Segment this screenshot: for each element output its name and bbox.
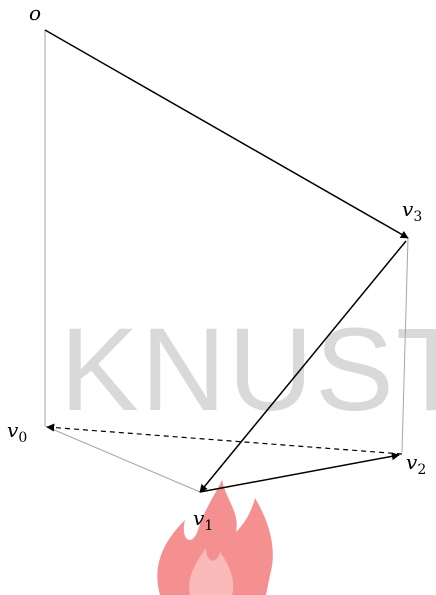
v3-to-v2-line — [401, 237, 409, 453]
v3-to-v1-arrow — [199, 240, 407, 493]
o-to-v3-arrow — [44, 29, 409, 239]
label-o: o — [29, 1, 41, 25]
flame-emblem — [157, 480, 273, 595]
label-v0: v0 — [7, 418, 27, 446]
gray-construction-lines — [44, 30, 409, 493]
v1-to-v2-arrow — [199, 452, 400, 493]
label-v1: v1 — [193, 506, 213, 534]
label-v2: v2 — [406, 450, 426, 478]
v0-to-v1-line — [44, 425, 201, 493]
knust-watermark: KNUST — [60, 304, 436, 436]
label-v3: v3 — [402, 197, 422, 225]
